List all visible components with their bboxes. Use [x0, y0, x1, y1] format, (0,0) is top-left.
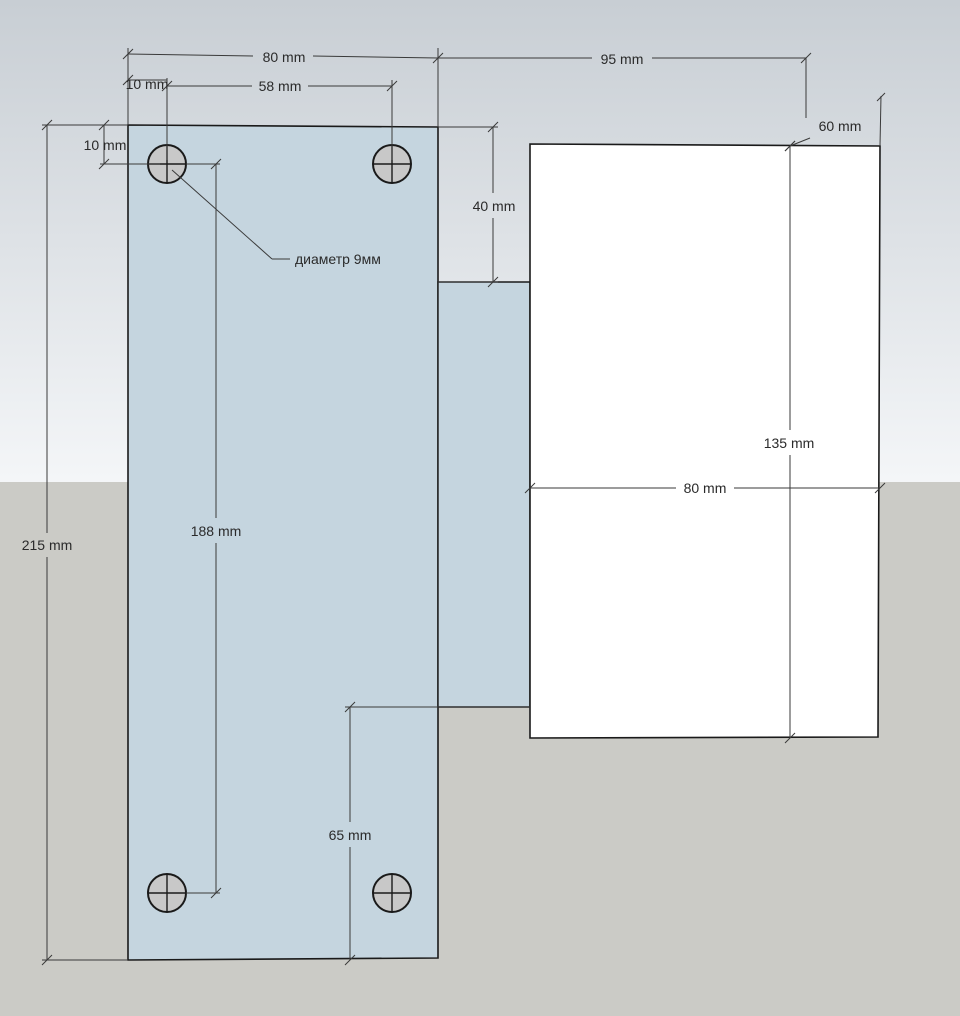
dim-box-width-line [524, 482, 886, 494]
label-offset-to-box: 95 mm [601, 51, 644, 67]
connector-neck [437, 281, 531, 708]
box-body [529, 143, 881, 739]
label-top-offset: 40 mm [473, 198, 516, 214]
label-hole-spacing-x: 58 mm [259, 78, 302, 94]
dim-bottom-offset-line [344, 701, 530, 966]
dim-total-width-line [122, 48, 444, 127]
dim-hole-edge-x-line [122, 74, 167, 86]
label-hole-spacing-y: 188 mm [191, 523, 242, 539]
dim-total-height-line [41, 119, 128, 966]
dim-top-offset-line [438, 121, 499, 288]
dim-hole-spacing-y-line [186, 158, 222, 899]
label-hole-diameter: диаметр 9мм [295, 251, 381, 267]
dim-box-height-line [784, 140, 796, 744]
label-box-height: 135 mm [764, 435, 815, 451]
dim-hole-spacing-x-line [161, 78, 398, 160]
mounting-plate [127, 124, 439, 961]
label-hole-edge-y: 10 mm [84, 137, 127, 153]
label-total-height: 215 mm [22, 537, 73, 553]
hole-diameter-leader [171, 169, 290, 260]
dim-offset-to-box-line [438, 52, 812, 118]
label-box-width: 80 mm [684, 480, 727, 496]
label-total-width: 80 mm [263, 49, 306, 65]
label-bottom-offset: 65 mm [329, 827, 372, 843]
hole-bottom-left [147, 873, 187, 913]
label-box-depth: 60 mm [819, 118, 862, 134]
label-hole-edge-x: 10 mm [126, 76, 169, 92]
hole-bottom-right [372, 873, 412, 913]
